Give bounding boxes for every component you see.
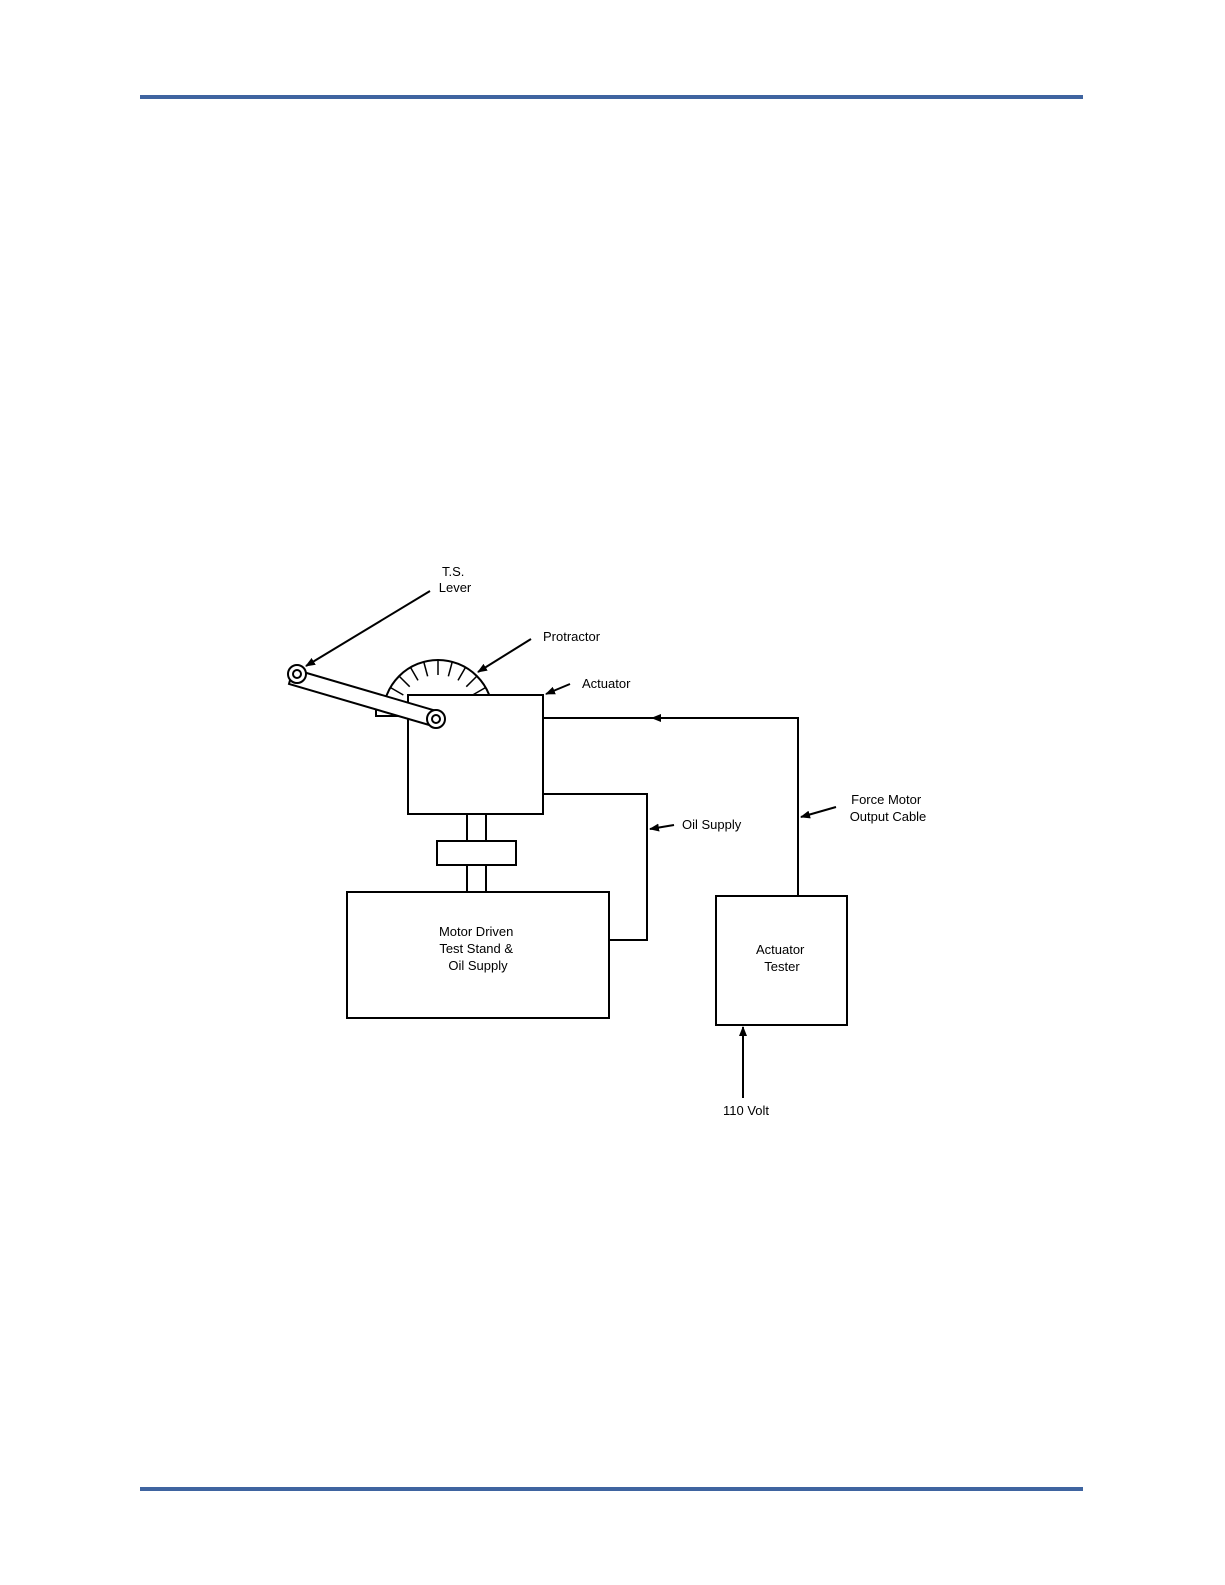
protractor-leader	[478, 639, 531, 672]
ts-lever-label: T.S. Lever	[439, 564, 472, 595]
power-label: 110 Volt	[723, 1103, 769, 1118]
coupling	[437, 841, 516, 865]
oil-supply-label: Oil Supply	[682, 817, 742, 832]
force-motor-cable-line	[543, 718, 798, 896]
test-stand-label: Motor Driven Test Stand & Oil Supply	[439, 924, 517, 973]
force-motor-cable-label: Force Motor Output Cable	[850, 792, 927, 824]
oil-supply-leader	[650, 825, 674, 829]
ts-lever-leader	[306, 591, 430, 666]
cable-leader	[801, 807, 836, 817]
actuator-leader	[546, 684, 570, 694]
actuator-label: Actuator	[582, 676, 631, 691]
protractor-label: Protractor	[543, 629, 601, 644]
